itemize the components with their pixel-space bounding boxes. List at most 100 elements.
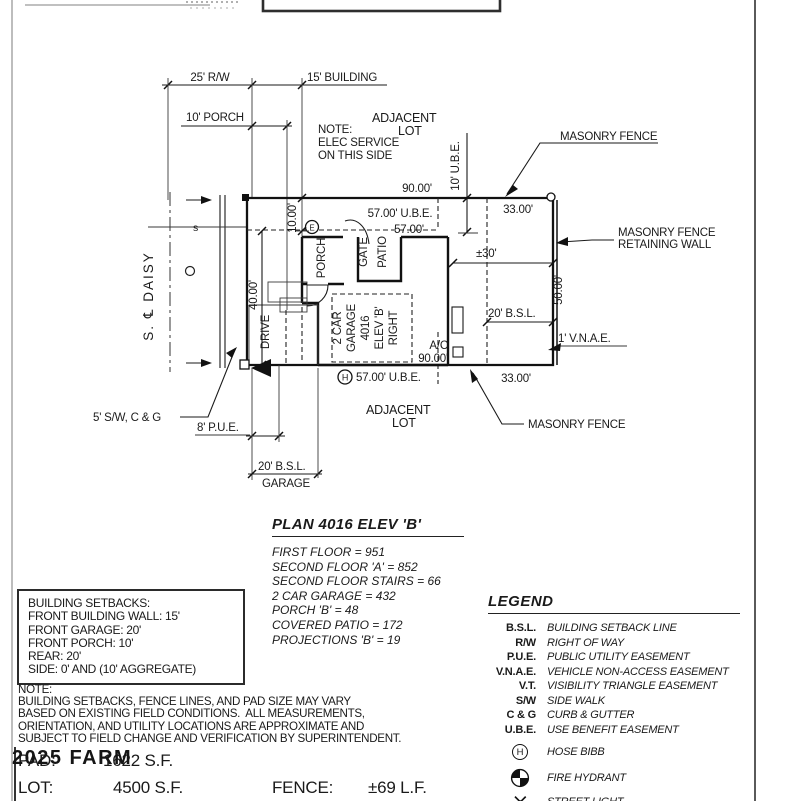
plan-info-line: 2 CAR GARAGE = 432: [272, 588, 396, 603]
retaining-wall-callout: MASONRY FENCE RETAINING WALL: [556, 227, 716, 251]
setback-line: FRONT PORCH: 10': [28, 635, 134, 650]
legend-abbr: P.U.E.: [506, 651, 536, 664]
legend-abbr: C & G: [506, 709, 536, 722]
garage-label-block: 2 CAR GARAGE 4016 ELEV 'B' RIGHT: [332, 303, 400, 352]
dim-33-top: 33.00': [503, 204, 533, 216]
street-daisy: S. ℄ DAISY s: [141, 192, 246, 372]
ac-unit: [452, 346, 464, 358]
note-line: NOTE:: [18, 683, 52, 696]
legend-abbr: V.N.A.E.: [495, 665, 536, 678]
legend-item-hose-bibb: H HOSE BIBB: [488, 744, 756, 761]
legend-abbr: R/W: [515, 636, 536, 649]
dim-57-wall: 57.00': [394, 224, 424, 236]
patio-label: PATIO: [377, 236, 389, 268]
dim-top-string: 25' R/W 15' BUILDING: [162, 72, 387, 237]
legend-item: U.B.E. USE BENEFIT EASEMENT: [488, 723, 756, 738]
note-line: ORIENTATION, AND UTILITY LOCATIONS ARE A…: [18, 719, 365, 733]
dim-20-bsl-rear-label: 20' B.S.L.: [488, 308, 536, 320]
house-outline: [267, 219, 450, 367]
elec-note-line1: NOTE:: [318, 124, 352, 136]
adjacent-lot-bottom-line2: LOT: [392, 416, 416, 430]
dim-1-vnae-label: 1' V.N.A.E.: [558, 333, 611, 345]
site-plan-drawing: 25' R/W 15' BUILDING 10' PORCH ADJACENT …: [25, 0, 716, 490]
legend-item: S/W SIDE WALK: [488, 694, 756, 709]
masonry-fence-outline: [245, 196, 555, 367]
dim-pm30-label: ±30': [476, 248, 497, 260]
legend-item: C & G CURB & GUTTER: [488, 708, 756, 723]
note-line: SUBJECT TO FIELD CHANGE AND VERIFICATION…: [18, 731, 402, 745]
legend-desc: CURB & GUTTER: [547, 709, 635, 722]
legend-item: V.N.A.E. VEHICLE NON-ACCESS EASEMENT: [488, 665, 756, 680]
dim-8-pue: 8' P.U.E.: [195, 365, 285, 480]
manhole-symbol: [184, 265, 196, 277]
note-line: BUILDING SETBACKS, FENCE LINES, AND PAD …: [18, 695, 351, 709]
legend-item: R/W RIGHT OF WAY: [488, 636, 756, 651]
dim-33-bottom: 33.00': [501, 373, 531, 385]
legend-desc: FIRE HYDRANT: [547, 772, 626, 785]
dim-porch-string: 10' PORCH: [181, 112, 292, 310]
gate-label: GATE: [358, 237, 370, 267]
elec-note-line2: ELEC SERVICE: [318, 137, 400, 149]
plan-title: PLAN 4016 ELEV 'B': [272, 516, 464, 537]
adjacent-lot-top-line1: ADJACENT: [372, 111, 437, 125]
legend-item-street-light: STREET LIGHT: [488, 794, 756, 801]
legend-item-fire-hydrant: FIRE HYDRANT: [488, 768, 756, 788]
dim-20-bsl-garage: 20' B.S.L. GARAGE: [247, 368, 323, 490]
legend-desc: SIDE WALK: [547, 694, 605, 707]
legend-block: LEGEND B.S.L. BUILDING SETBACK LINE R/W …: [488, 593, 756, 801]
corner-marker-ne: [546, 192, 556, 202]
legend-item: P.U.E. PUBLIC UTILITY EASEMENT: [488, 650, 756, 665]
sewer-symbol: s: [193, 222, 198, 234]
garage-label-4: ELEV 'B': [374, 306, 386, 349]
dim-90-bottom: 90.00': [418, 353, 448, 365]
pad-label: PAD:: [18, 751, 56, 770]
page-border-right: [754, 0, 756, 801]
street-name-label: S. ℄ DAISY: [141, 251, 156, 340]
retaining-wall-label1: MASONRY FENCE: [618, 227, 716, 239]
building-setbacks-box: BUILDING SETBACKS: FRONT BUILDING WALL: …: [17, 589, 245, 685]
setback-line: BUILDING SETBACKS:: [28, 596, 150, 610]
legend-title: LEGEND: [488, 593, 740, 614]
fence-label: FENCE:: [272, 778, 334, 797]
fence-value: ±69 L.F.: [368, 778, 427, 797]
plan-info-line: PORCH 'B' = 48: [272, 603, 359, 618]
dim-pm30: ±30': [448, 248, 558, 268]
adjacent-lot-top-line2: LOT: [398, 124, 422, 138]
electric-meter-letter: E: [309, 224, 314, 233]
legend-abbr: U.B.E.: [504, 723, 536, 736]
service-box-marker: [239, 359, 250, 370]
plan-info-line: SECOND FLOOR 'A' = 852: [272, 559, 418, 574]
legend-desc: BUILDING SETBACK LINE: [547, 622, 677, 634]
legend-desc: RIGHT OF WAY: [547, 636, 625, 649]
plan-info-line: FIRST FLOOR = 951: [272, 545, 386, 559]
dim-40-label: 40.00': [248, 280, 260, 310]
dim-20-bsl-garage-label: 20' B.S.L.: [258, 461, 306, 473]
legend-item: B.S.L. BUILDING SETBACK LINE: [488, 621, 756, 636]
street-light-icon: [514, 796, 527, 801]
sw-cg-callout: 5' S/W, C & G: [93, 347, 237, 424]
legend-desc: STREET LIGHT: [547, 796, 624, 801]
plan-info-line: COVERED PATIO = 172: [272, 617, 403, 632]
truncated-title-box: [261, 0, 502, 13]
legend-item: V.T. VISIBILITY TRIANGLE EASEMENT: [488, 679, 756, 694]
masonry-fence-bottom-label: MASONRY FENCE: [528, 419, 626, 431]
legend-desc: PUBLIC UTILITY EASEMENT: [547, 651, 690, 664]
garage-label-1: 2 CAR: [332, 312, 344, 345]
legend-desc: USE BENEFIT EASEMENT: [547, 723, 679, 736]
elec-service-note: NOTE: ELEC SERVICE ON THIS SIDE: [318, 124, 400, 162]
dim-10-ube-label: 10' U.B.E.: [450, 141, 462, 190]
dim-20-bsl-garage-word: GARAGE: [262, 478, 311, 490]
dim-10-label: 10.00': [287, 203, 299, 233]
adjacent-lot-bottom-line1: ADJACENT: [366, 403, 431, 417]
general-note-block: NOTE: BUILDING SETBACKS, FENCE LINES, AN…: [18, 683, 488, 745]
hose-bibb-letter: H: [342, 373, 348, 383]
dim-8-pue-label: 8' P.U.E.: [197, 422, 239, 434]
retaining-wall-label2: RETAINING WALL: [618, 239, 712, 251]
lot-label: LOT:: [18, 778, 54, 797]
ac-label: A/C: [429, 340, 448, 352]
plan-info-block: PLAN 4016 ELEV 'B' FIRST FLOOR = 951 SEC…: [272, 516, 472, 647]
dim-10-porch: 10' PORCH: [186, 112, 244, 124]
drive-label: DRIVE: [260, 314, 272, 349]
dim-57-ube-bottom: 57.00' U.B.E.: [356, 372, 421, 384]
footer-table-border: [14, 747, 16, 801]
